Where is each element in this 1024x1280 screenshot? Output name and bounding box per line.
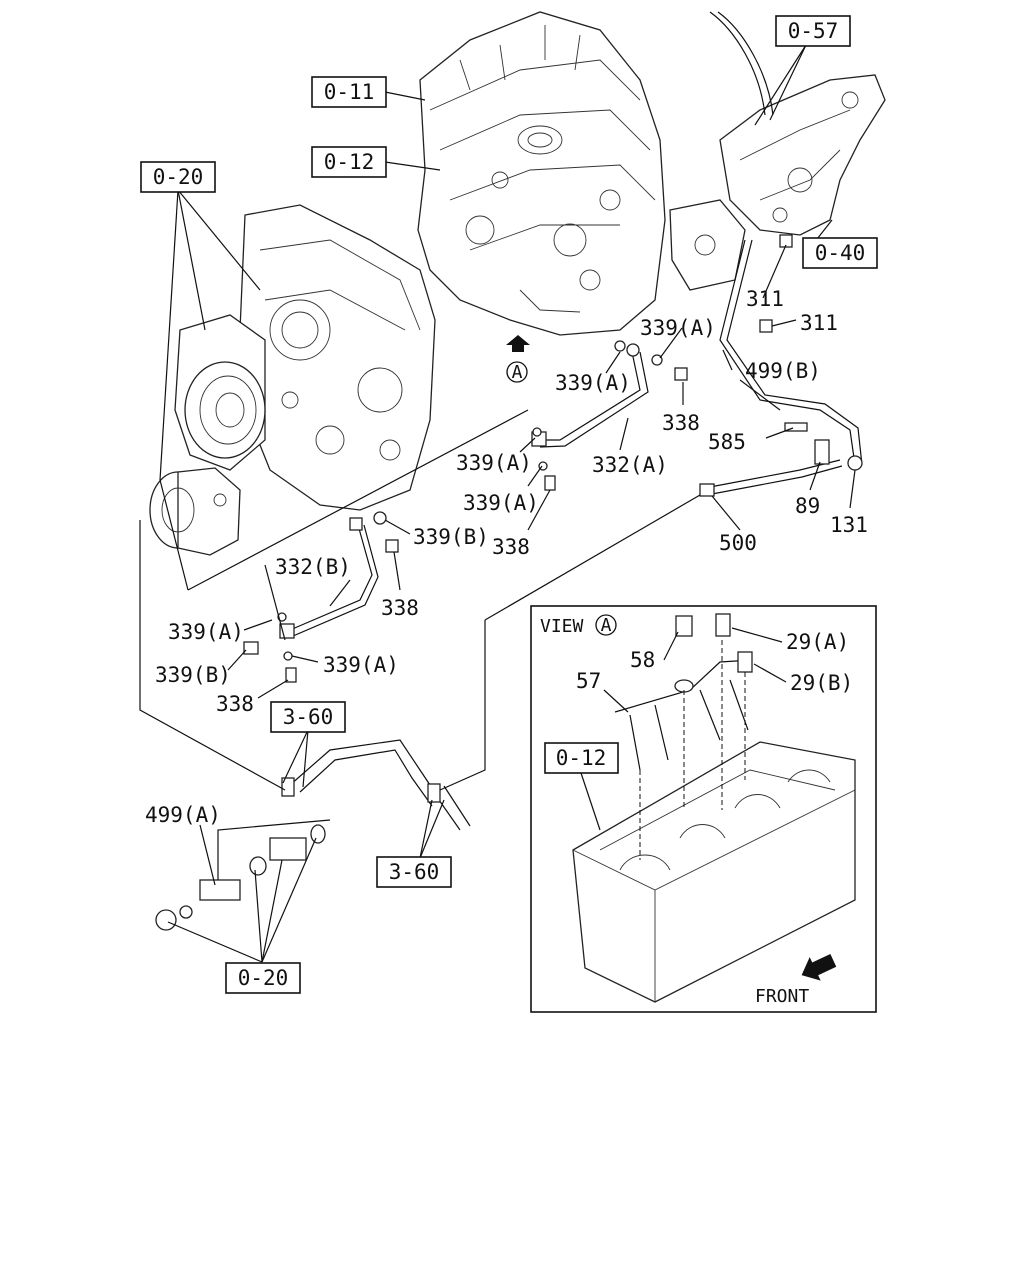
view-arrow-a: A	[506, 335, 530, 383]
part-label: 58	[630, 648, 655, 672]
part-label: 338	[662, 411, 700, 435]
engine-block	[417, 11, 666, 336]
part-label: 29(A)	[786, 630, 849, 654]
ref-label: 0-11	[324, 80, 375, 104]
part-label: 332(A)	[592, 453, 668, 477]
part-label: 338	[216, 692, 254, 716]
leader-lines	[139, 44, 856, 963]
ref-label: 0-20	[153, 165, 204, 189]
ref-0-20: 0-20	[140, 161, 216, 193]
part-label: 29(B)	[790, 671, 853, 695]
ref-0-57: 0-57	[775, 15, 851, 47]
fittings	[155, 234, 863, 931]
ref-label: 0-40	[815, 241, 866, 265]
part-label: 339(A)	[555, 371, 631, 395]
view-marker-label: A	[512, 362, 523, 383]
part-label: 585	[708, 430, 746, 454]
part-label: 500	[719, 531, 757, 555]
ref-label: 0-20	[238, 966, 289, 990]
part-label: 89	[795, 494, 820, 518]
ref-3-60-lower: 3-60	[376, 856, 452, 888]
ref-label: 3-60	[283, 705, 334, 729]
ref-label: 0-12	[556, 746, 607, 770]
ref-label: 3-60	[389, 860, 440, 884]
part-label: 339(A)	[168, 620, 244, 644]
ref-3-60-upper: 3-60	[270, 701, 346, 733]
ref-0-11: 0-11	[311, 76, 387, 108]
part-label: 332(B)	[275, 555, 351, 579]
part-label: 131	[830, 513, 868, 537]
part-label: 338	[381, 596, 419, 620]
part-label: 499(A)	[145, 803, 221, 827]
part-label: 57	[576, 669, 601, 693]
view-a-inset: VIEW A 58 57 29(A) 29(B) 0-12	[530, 605, 877, 1013]
part-label: 339(A)	[323, 653, 399, 677]
part-label: 499(B)	[745, 359, 821, 383]
ref-label: 0-57	[788, 19, 839, 43]
part-label: 339(A)	[456, 451, 532, 475]
ref-0-12: 0-12	[311, 146, 387, 178]
ref-label: 0-12	[324, 150, 375, 174]
ref-0-20-lower: 0-20	[225, 962, 301, 994]
front-label: FRONT	[755, 986, 809, 1007]
part-label: 339(B)	[413, 525, 489, 549]
part-labels: 311 311 339(A) 339(A) 499(B) 338 585 332…	[145, 287, 868, 827]
part-label: 339(A)	[640, 316, 716, 340]
part-label: 339(A)	[463, 491, 539, 515]
part-label: 311	[800, 311, 838, 335]
part-label: 338	[492, 535, 530, 559]
view-title: VIEW	[540, 616, 584, 637]
ref-0-40: 0-40	[802, 237, 878, 269]
view-title-marker: A	[601, 615, 612, 636]
part-label: 311	[746, 287, 784, 311]
timing-cover	[174, 204, 436, 511]
part-label: 339(B)	[155, 663, 231, 687]
vacuum-pump	[149, 467, 241, 556]
